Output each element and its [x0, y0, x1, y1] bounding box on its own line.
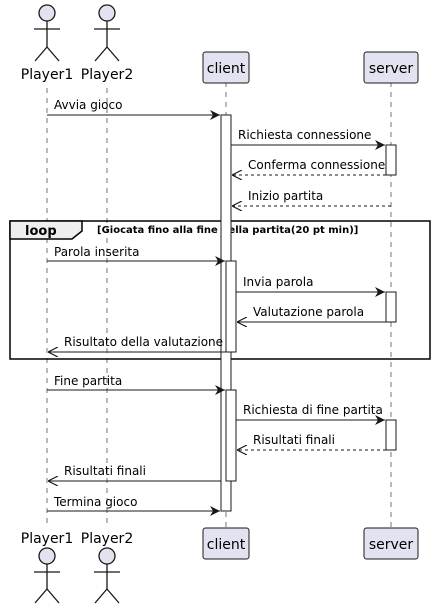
- participant-label-player1: Player1: [21, 67, 73, 83]
- activation-server-end: [385, 419, 397, 451]
- actor-icon: [34, 4, 60, 62]
- messages: Avvia gioco Richiesta connessione Confer…: [47, 98, 391, 516]
- participant-client-bottom: client: [202, 527, 250, 560]
- message-label-7: Risultato della valutazione: [64, 335, 223, 349]
- activation-client-end: [225, 389, 237, 482]
- activations: [220, 114, 397, 512]
- participant-label-server: server: [369, 61, 414, 77]
- message-label-4: Parola inserita: [54, 245, 139, 259]
- actor-icon: [34, 547, 60, 604]
- message-label-11: Risultati finali: [64, 464, 146, 478]
- participant-server-bottom: server: [363, 527, 419, 560]
- message-label-3: Inizio partita: [248, 189, 323, 203]
- actor-icon: [94, 4, 120, 62]
- message-label-10: Risultati finali: [253, 433, 335, 447]
- participant-box: [363, 51, 419, 84]
- participant-label-server-bottom: server: [369, 537, 414, 553]
- participant-label-player1-bottom: Player1: [21, 531, 73, 547]
- participant-server-top: server: [363, 51, 419, 84]
- activation-server-connect: [385, 144, 397, 176]
- participant-label-client-bottom: client: [207, 537, 246, 553]
- participant-label-player2-bottom: Player2: [81, 531, 133, 547]
- loop-frame-border: [9, 220, 431, 360]
- actor-player2-bottom: Player2: [81, 531, 133, 604]
- message-label-2: Conferma connessione: [248, 158, 385, 172]
- participants-top: Player1 Player2 client server: [21, 4, 419, 84]
- participant-label-client: client: [207, 61, 246, 77]
- message-label-5: Invia parola: [243, 275, 313, 289]
- message-label-9: Richiesta di fine partita: [243, 403, 383, 417]
- participant-box: [202, 527, 250, 560]
- participant-box: [202, 51, 250, 84]
- message-label-8: Fine partita: [54, 374, 122, 388]
- loop-frame-tab: [9, 220, 83, 240]
- participant-box: [363, 527, 419, 560]
- activation-server-word: [385, 291, 397, 323]
- actor-player2-top: Player2: [81, 4, 133, 83]
- message-label-6: Valutazione parola: [253, 305, 364, 319]
- message-label-0: Avvia gioco: [54, 98, 122, 112]
- actor-player1-top: Player1: [21, 4, 73, 83]
- actor-player1-bottom: Player1: [21, 531, 73, 604]
- message-label-12: Termina gioco: [53, 495, 137, 509]
- actor-icon: [94, 547, 120, 604]
- activation-client-loop: [225, 260, 237, 353]
- participant-client-top: client: [202, 51, 250, 84]
- participant-label-player2: Player2: [81, 67, 133, 83]
- participants-bottom: Player1 Player2 client: [21, 527, 419, 604]
- loop-keyword: loop: [25, 224, 57, 239]
- message-label-1: Richiesta connessione: [238, 128, 371, 142]
